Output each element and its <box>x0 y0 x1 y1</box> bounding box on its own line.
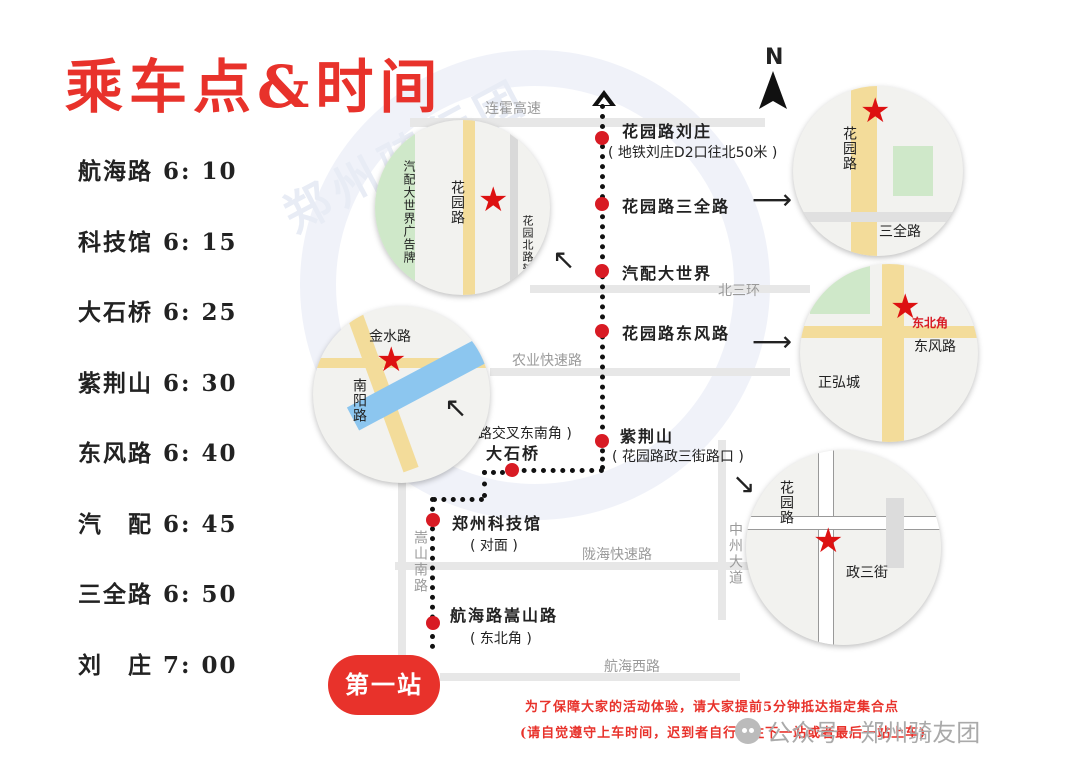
road-nongye <box>490 368 790 376</box>
schedule-item: 刘 庄 7: 00 <box>78 651 238 679</box>
stop-name-kejiguan: 郑州科技馆 <box>452 514 543 533</box>
schedule-item: 紫荆山 6: 30 <box>78 369 238 397</box>
road-label-hanghaixi: 航海西路 <box>604 659 660 675</box>
location-star-icon: ★ <box>376 340 407 380</box>
stop-name-hanghai: 航海路嵩山路 <box>450 606 559 625</box>
schedule-item: 东风路 6: 40 <box>78 440 238 467</box>
pointer-arrow-icon: ↖ <box>552 243 576 276</box>
stop-marker-qipei <box>595 264 609 278</box>
pointer-arrow-icon: ⟶ <box>752 325 793 358</box>
stop-name-dashiqiao: 大石桥 <box>486 444 541 463</box>
stop-name-liuzhuang: 花园路刘庄 <box>622 122 713 141</box>
schedule-item: 大石桥 6: 25 <box>78 299 238 326</box>
map-road-huayuan: 花园路 <box>841 126 857 171</box>
road-songshannan <box>398 470 406 670</box>
map-circle-sanquan: 花园路 三全路 ★ <box>793 86 963 256</box>
map-road-huayuan: 花园路 <box>778 480 794 525</box>
map-poi-zhenghongcheng: 正弘城 <box>818 375 860 391</box>
schedule-item: 三全路 6: 50 <box>78 581 238 608</box>
map-circle-zhengsan: 花园路 政三街 ★ <box>746 450 941 645</box>
stop-marker-dongfeng <box>595 324 609 338</box>
location-star-icon: ★ <box>813 521 844 561</box>
map-road-huayuan: 花园路 <box>449 180 465 225</box>
stop-marker-hanghai <box>426 616 440 630</box>
road-label-nongye: 农业快速路 <box>512 353 582 369</box>
road-lianhuo <box>410 118 765 127</box>
map-circle-jinshui: 金水路 南阳路 ★ <box>313 306 490 483</box>
stop-name-zijingshan: 紫荆山 <box>620 427 675 446</box>
notice-line-2: (请自觉遵守上车时间，迟到者自行前往下一站或者最后一站上车) <box>520 726 927 741</box>
map-corner-dongbei: 东北角 <box>912 316 949 330</box>
location-star-icon: ★ <box>890 287 921 327</box>
road-hanghaixi <box>440 673 740 681</box>
location-star-icon: ★ <box>860 91 891 131</box>
stop-name-dongfeng: 花园路东风路 <box>622 324 731 343</box>
pointer-arrow-icon: ↘ <box>732 467 756 500</box>
notice-line-1: 为了保障大家的活动体验，请大家提前5分钟抵达指定集合点 <box>525 700 900 715</box>
stop-marker-sanquan <box>595 197 609 211</box>
road-label-beisanhuan: 北三环 <box>718 283 760 299</box>
stop-note-liuzhuang: ( 地铁刘庄D2口往北50米 ) <box>608 145 778 161</box>
road-label-lianhuo: 连霍高速 <box>485 101 541 117</box>
map-road-huayuan-fulu: 花园北路辅路 <box>521 215 534 287</box>
road-label-songshannan: 嵩山南路 <box>412 530 428 594</box>
schedule-item: 航海路 6: 10 <box>78 158 238 185</box>
stop-name-qipei: 汽配大世界 <box>622 264 713 283</box>
stop-name-sanquan: 花园路三全路 <box>622 197 731 216</box>
route-direction-arrow-icon <box>592 90 616 106</box>
map-circle-dongfeng: 东北角 东风路 正弘城 ★ <box>800 264 978 442</box>
route-line <box>512 468 604 473</box>
route-line <box>600 440 605 470</box>
road-longhai <box>395 562 755 570</box>
stop-marker-liuzhuang <box>595 131 609 145</box>
first-station-badge: 第一站 <box>328 655 440 715</box>
road-label-zhongzhou: 中州大道 <box>727 522 743 586</box>
wechat-icon <box>735 717 761 744</box>
map-road-jinshui: 金水路 <box>369 329 411 345</box>
stop-marker-zijingshan <box>595 434 609 448</box>
map-poi-qipei: 汽配大世界广告牌 <box>402 160 416 264</box>
map-road-nanyang: 南阳路 <box>351 378 367 423</box>
route-line <box>482 470 514 475</box>
schedule-item: 科技馆 6: 15 <box>78 228 238 256</box>
wechat-watermark: 公众号 · 郑州骑友团 <box>735 713 980 748</box>
stop-note-zijingshan: ( 花园路政三街路口 ) <box>612 449 744 465</box>
pointer-arrow-icon: ↖ <box>444 391 468 424</box>
route-line <box>482 470 487 498</box>
map-circle-qipei: 汽配大世界广告牌 花园路 花园北路辅路 ★ <box>375 120 550 295</box>
map-road-sanquan: 三全路 <box>879 224 921 240</box>
road-beisanhuan <box>530 285 810 293</box>
location-star-icon: ★ <box>478 180 509 220</box>
schedule-item: 汽 配 6: 45 <box>78 510 238 538</box>
pointer-arrow-icon: ⟶ <box>752 183 793 216</box>
wechat-account-name: 郑州骑友团 <box>860 719 981 747</box>
page-title: 乘车点&时间 <box>65 53 444 121</box>
road-zhongzhou <box>718 440 726 620</box>
map-road-zhengsan: 政三街 <box>846 565 888 581</box>
stop-note-hanghai: ( 东北角 ) <box>470 631 532 647</box>
compass-letter: N <box>765 45 784 70</box>
stop-note-kejiguan: ( 对面 ) <box>470 538 518 554</box>
stop-marker-kejiguan <box>426 513 440 527</box>
map-road-dongfeng: 东风路 <box>914 339 956 355</box>
route-line <box>432 497 484 502</box>
wechat-prefix: 公众号 · <box>767 719 855 747</box>
stop-marker-dashiqiao <box>505 463 519 477</box>
road-label-longhai: 陇海快速路 <box>582 547 652 563</box>
route-line <box>430 497 435 649</box>
schedule-list: 航海路 6: 10 科技馆 6: 15 大石桥 6: 25 紫荆山 6: 30 … <box>78 152 238 716</box>
